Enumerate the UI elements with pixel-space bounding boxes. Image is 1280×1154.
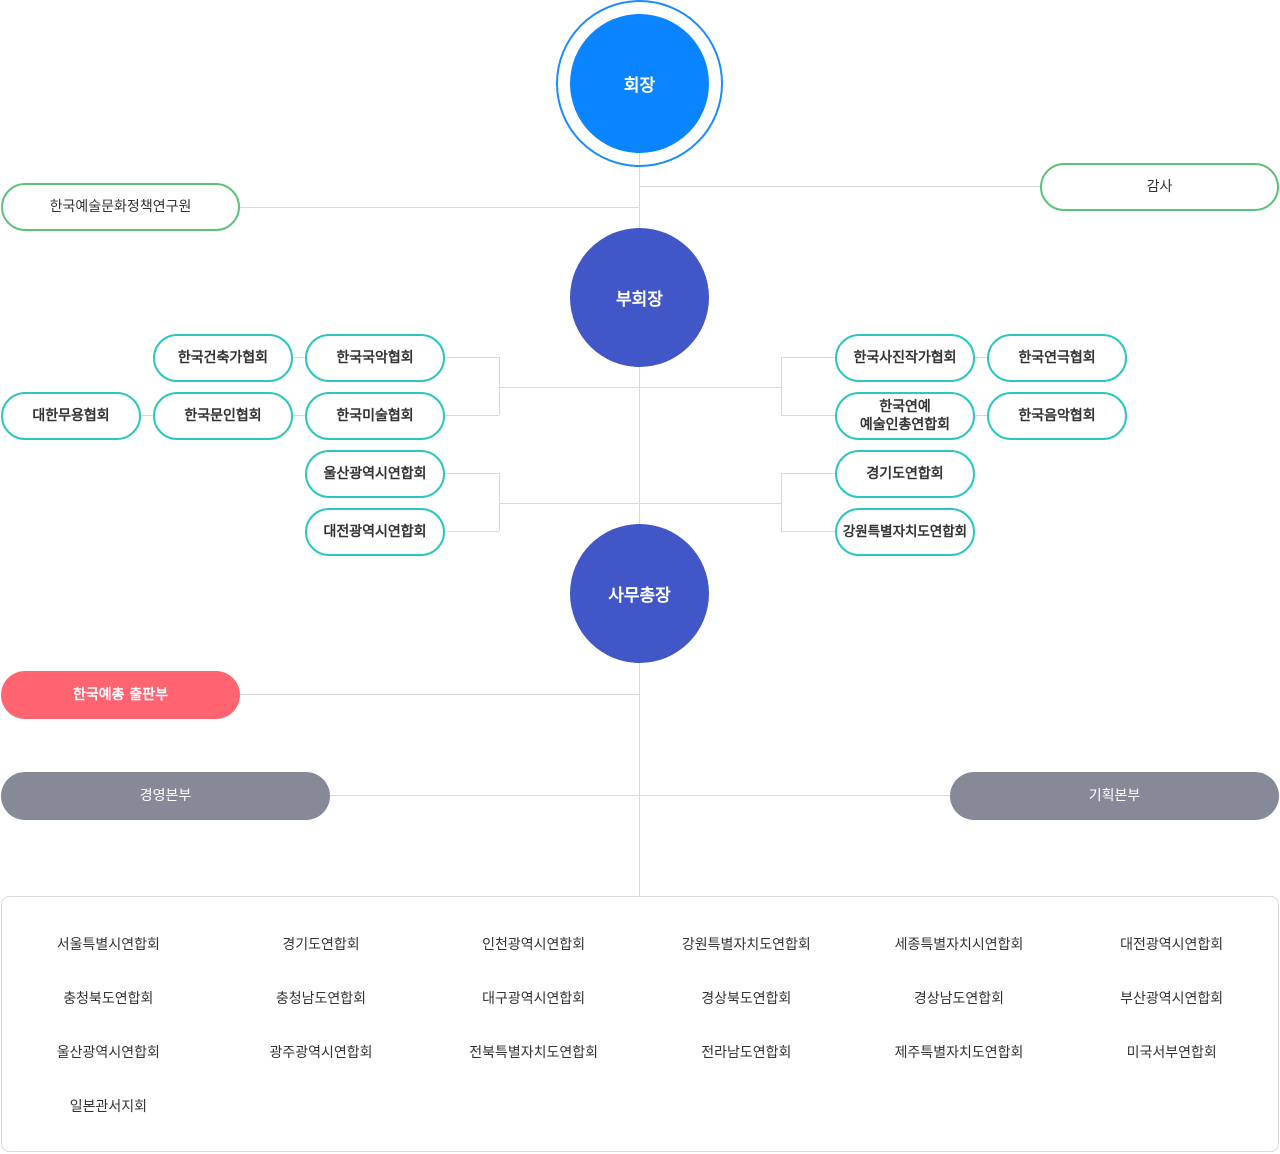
left-upper-connector xyxy=(499,387,639,388)
secretary-general-node[interactable]: 사무총장 xyxy=(570,524,709,663)
publishing-connector xyxy=(239,694,639,695)
region-item[interactable]: 충청남도연합회 xyxy=(275,991,367,1007)
org-korea-theatre[interactable]: 한국연극협회 xyxy=(987,334,1127,382)
left-upper-tick2 xyxy=(444,415,499,416)
right-lower-tick1 xyxy=(781,473,835,474)
planning-division-node[interactable]: 기획본부 xyxy=(950,772,1279,820)
org-gyeonggi[interactable]: 경기도연합회 xyxy=(835,450,975,498)
region-item[interactable]: 인천광역시연합회 xyxy=(482,937,586,953)
division-connector xyxy=(329,795,951,796)
org-korea-entertainment-line2: 예술인총연합회 xyxy=(859,417,951,433)
region-item[interactable]: 광주광역시연합회 xyxy=(269,1045,373,1061)
region-item[interactable]: 대전광역시연합회 xyxy=(1120,937,1224,953)
region-item[interactable]: 세종특별자치시연합회 xyxy=(894,937,1024,953)
pair-connector-right1 xyxy=(974,357,987,358)
region-item[interactable]: 경기도연합회 xyxy=(282,937,360,953)
org-korea-dance[interactable]: 대한무용협회 xyxy=(1,392,141,440)
right-upper-bracket xyxy=(781,357,782,415)
org-ulsan[interactable]: 울산광역시연합회 xyxy=(305,450,445,498)
right-upper-tick2 xyxy=(781,415,835,416)
region-item[interactable]: 경상북도연합회 xyxy=(701,991,792,1007)
org-korea-writers[interactable]: 한국문인협회 xyxy=(153,392,293,440)
region-item[interactable]: 서울특별시연합회 xyxy=(56,937,160,953)
president-ring xyxy=(556,0,723,167)
region-item[interactable]: 일본관서지회 xyxy=(69,1099,147,1115)
president-node[interactable]: 회장 xyxy=(570,14,709,153)
region-item[interactable]: 충청북도연합회 xyxy=(63,991,154,1007)
management-division-node[interactable]: 경영본부 xyxy=(1,772,330,820)
region-item[interactable]: 부산광역시연합회 xyxy=(1120,991,1224,1007)
region-item[interactable]: 울산광역시연합회 xyxy=(56,1045,160,1061)
pair-connector-right2 xyxy=(974,415,987,416)
institute-connector xyxy=(239,207,639,208)
left-lower-bracket xyxy=(499,473,500,531)
org-daejeon[interactable]: 대전광역시연합회 xyxy=(305,508,445,556)
region-item[interactable]: 전북특별자치도연합회 xyxy=(469,1045,599,1061)
left-lower-connector xyxy=(499,503,639,504)
institute-node[interactable]: 한국예술문화정책연구원 xyxy=(1,183,240,231)
left-upper-tick1 xyxy=(444,357,499,358)
region-item[interactable]: 대구광역시연합회 xyxy=(482,991,586,1007)
region-item[interactable]: 제주특별자치도연합회 xyxy=(894,1045,1024,1061)
region-item[interactable]: 강원특별자치도연합회 xyxy=(681,937,811,953)
regional-federations-grid: 서울특별시연합회 경기도연합회 인천광역시연합회 강원특별자치도연합회 세종특별… xyxy=(2,917,1278,1133)
region-item[interactable]: 경상남도연합회 xyxy=(913,991,1005,1007)
right-lower-tick2 xyxy=(781,531,835,532)
right-lower-connector xyxy=(639,503,781,504)
regional-federations-box: 서울특별시연합회 경기도연합회 인천광역시연합회 강원특별자치도연합회 세종특별… xyxy=(1,896,1279,1152)
left-lower-tick1 xyxy=(444,473,499,474)
left-upper-bracket xyxy=(499,357,500,415)
publishing-node[interactable]: 한국예총 출판부 xyxy=(1,671,240,719)
vice-president-node[interactable]: 부회장 xyxy=(570,228,709,367)
org-korea-music[interactable]: 한국음악협회 xyxy=(987,392,1127,440)
org-korea-architects[interactable]: 한국건축가협회 xyxy=(153,334,293,382)
right-upper-tick1 xyxy=(781,357,835,358)
org-gangwon[interactable]: 강원특별자치도연합회 xyxy=(835,508,975,556)
pair-connector-left2 xyxy=(140,415,153,416)
org-korea-photographers[interactable]: 한국사진작가협회 xyxy=(835,334,975,382)
org-korea-gukak[interactable]: 한국국악협회 xyxy=(305,334,445,382)
right-upper-connector xyxy=(639,387,781,388)
region-item[interactable]: 전라남도연합회 xyxy=(701,1045,792,1061)
org-korea-entertainment[interactable]: 한국연예 예술인총연합회 xyxy=(835,392,975,440)
org-korea-fine-arts[interactable]: 한국미술협회 xyxy=(305,392,445,440)
main-vertical-line xyxy=(639,150,640,896)
auditor-node[interactable]: 감사 xyxy=(1040,163,1279,211)
org-korea-entertainment-line1: 한국연예 xyxy=(879,399,931,415)
left-lower-tick2 xyxy=(444,531,499,532)
auditor-connector xyxy=(639,186,1041,187)
pair-connector-left3 xyxy=(292,415,305,416)
region-item[interactable]: 미국서부연합회 xyxy=(1126,1045,1217,1061)
pair-connector-left1 xyxy=(292,357,305,358)
right-lower-bracket xyxy=(781,473,782,531)
